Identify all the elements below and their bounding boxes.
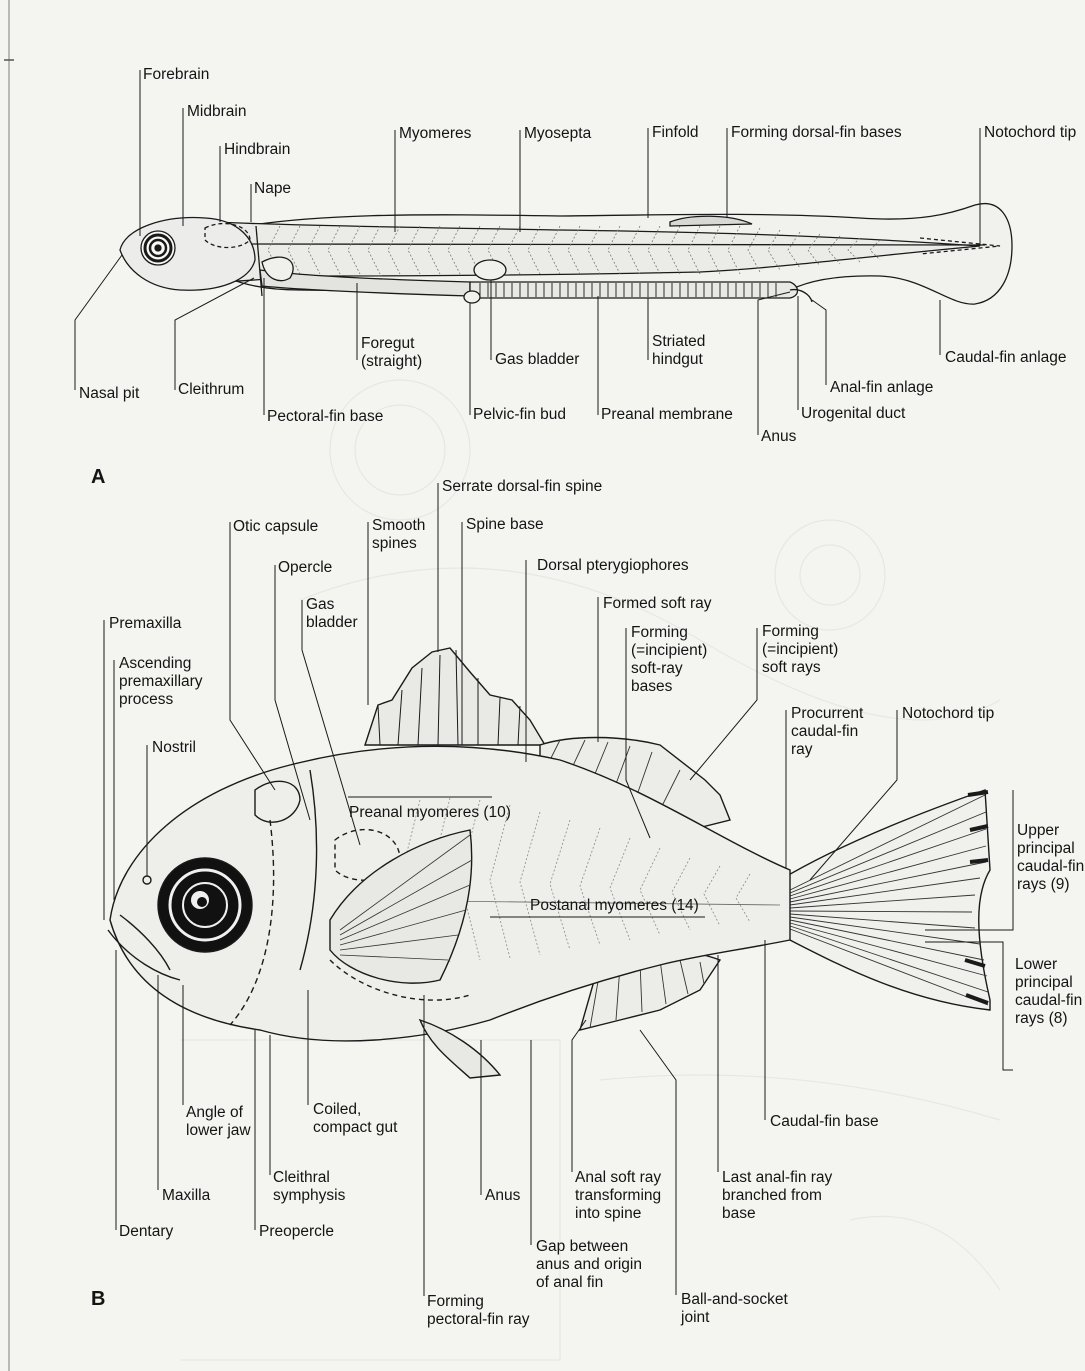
leader-anal-fin-anlage bbox=[812, 300, 826, 385]
leader-anal-soft-ray bbox=[572, 1020, 586, 1172]
label-anus-a: Anus bbox=[761, 428, 796, 446]
label-ball-and-socket-joint: Ball-and-socket joint bbox=[681, 1291, 788, 1327]
label-caudal-fin-anlage: Caudal-fin anlage bbox=[945, 349, 1067, 367]
label-midbrain: Midbrain bbox=[187, 103, 246, 121]
label-dentary: Dentary bbox=[119, 1223, 173, 1241]
label-pelvic-fin-bud: Pelvic-fin bud bbox=[473, 406, 566, 424]
label-forming-pectoral-fin-ray: Forming pectoral-fin ray bbox=[427, 1293, 530, 1329]
fish-pupil bbox=[197, 897, 207, 907]
label-postanal-myomeres: Postanal myomeres (14) bbox=[530, 897, 699, 915]
label-angle-of-lower-jaw: Angle of lower jaw bbox=[186, 1104, 251, 1140]
label-hindbrain: Hindbrain bbox=[224, 141, 290, 159]
larva-pelvic-fin-bud bbox=[464, 291, 480, 303]
label-anal-fin-anlage: Anal-fin anlage bbox=[830, 379, 933, 397]
label-dorsal-pterygiophores: Dorsal pterygiophores bbox=[537, 557, 689, 575]
label-coiled-compact-gut: Coiled, compact gut bbox=[313, 1101, 397, 1137]
label-nasal-pit: Nasal pit bbox=[79, 385, 139, 403]
leader-anus-a bbox=[758, 292, 790, 435]
label-striated-hindgut: Striated hindgut bbox=[652, 333, 705, 369]
label-smooth-spines: Smooth spines bbox=[372, 517, 425, 553]
panel-a-letter: A bbox=[91, 466, 105, 489]
leader-otic-capsule bbox=[230, 522, 275, 790]
label-pectoral-fin-base: Pectoral-fin base bbox=[267, 408, 383, 426]
fish-dorsal-spines bbox=[365, 648, 545, 745]
label-gas-bladder-a: Gas bladder bbox=[495, 351, 579, 369]
larva-hindgut bbox=[470, 282, 798, 298]
label-gap-anus-anal-fin: Gap between anus and origin of anal fin bbox=[536, 1238, 642, 1292]
label-forebrain: Forebrain bbox=[143, 66, 209, 84]
leader-ball-socket-joint bbox=[640, 1030, 676, 1295]
label-myosepta: Myosepta bbox=[524, 125, 591, 143]
label-caudal-fin-base: Caudal-fin base bbox=[770, 1113, 879, 1131]
label-preopercle: Preopercle bbox=[259, 1223, 334, 1241]
label-anus-b: Anus bbox=[485, 1187, 520, 1205]
fish-pelvic-fin bbox=[420, 1020, 500, 1078]
label-anal-soft-ray-transforming: Anal soft ray transforming into spine bbox=[575, 1169, 661, 1223]
larva-pupil bbox=[155, 245, 161, 251]
label-cleithral-symphysis: Cleithral symphysis bbox=[273, 1169, 345, 1205]
panel-b-letter: B bbox=[91, 1288, 105, 1311]
label-myomeres: Myomeres bbox=[399, 125, 471, 143]
label-premaxilla: Premaxilla bbox=[109, 615, 181, 633]
label-gas-bladder-b: Gas bladder bbox=[306, 596, 358, 632]
label-last-anal-fin-ray: Last anal-fin ray branched from base bbox=[722, 1169, 832, 1223]
label-foregut: Foregut (straight) bbox=[361, 335, 422, 371]
label-urogenital-duct: Urogenital duct bbox=[801, 405, 905, 423]
label-forming-soft-rays: Forming (=incipient) soft rays bbox=[762, 623, 838, 677]
leader-nasal-pit bbox=[75, 255, 122, 390]
label-nape: Nape bbox=[254, 180, 291, 198]
label-notochord-tip-b: Notochord tip bbox=[902, 705, 994, 723]
label-formed-soft-ray: Formed soft ray bbox=[603, 595, 712, 613]
label-finfold: Finfold bbox=[652, 124, 699, 142]
label-otic-capsule: Otic capsule bbox=[233, 518, 318, 536]
label-spine-base: Spine base bbox=[466, 516, 544, 534]
label-cleithrum: Cleithrum bbox=[178, 381, 244, 399]
label-nostril: Nostril bbox=[152, 739, 196, 757]
label-forming-dorsal-fin-bases: Forming dorsal-fin bases bbox=[731, 124, 902, 142]
label-upper-principal-caudal-fin-rays: Upper principal caudal-fin rays (9) bbox=[1017, 822, 1084, 894]
larva-gas-bladder bbox=[474, 260, 506, 280]
label-forming-soft-ray-bases: Forming (=incipient) soft-ray bases bbox=[631, 624, 707, 696]
label-notochord-tip-a: Notochord tip bbox=[984, 124, 1076, 142]
label-maxilla: Maxilla bbox=[162, 1187, 210, 1205]
label-ascending-premaxillary-process: Ascending premaxillary process bbox=[119, 655, 203, 709]
label-procurrent-caudal-fin-ray: Procurrent caudal-fin ray bbox=[791, 705, 863, 759]
label-preanal-myomeres: Preanal myomeres (10) bbox=[349, 804, 511, 822]
label-serrate-dorsal-fin-spine: Serrate dorsal-fin spine bbox=[442, 478, 602, 496]
leader-cleithrum bbox=[175, 278, 254, 390]
label-opercle: Opercle bbox=[278, 559, 332, 577]
larva-illustration bbox=[120, 204, 1012, 305]
label-lower-principal-caudal-fin-rays: Lower principal caudal-fin rays (8) bbox=[1015, 956, 1082, 1028]
label-preanal-membrane: Preanal membrane bbox=[601, 406, 733, 424]
